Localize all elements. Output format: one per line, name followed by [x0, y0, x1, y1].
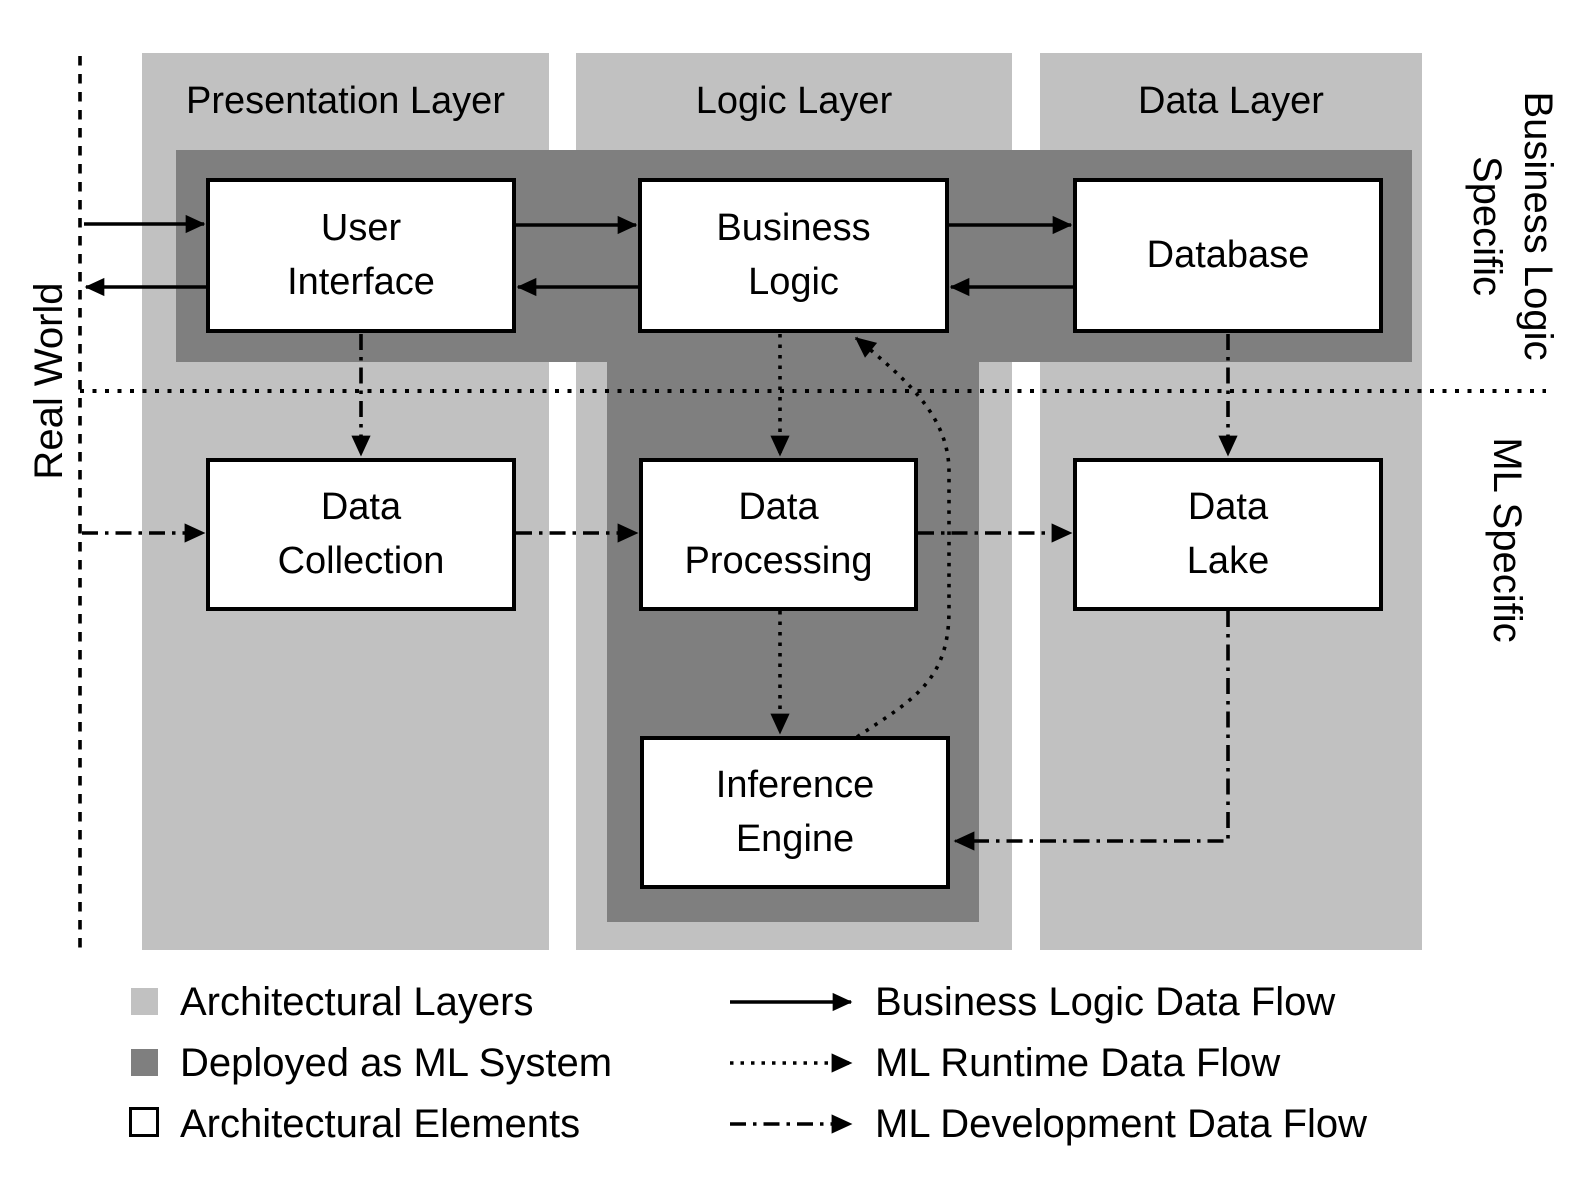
- legend-label-ml-runtime-data-flow: ML Runtime Data Flow: [875, 1040, 1281, 1085]
- edge-data-lake-to-inference-engine: [953, 611, 1230, 851]
- edge-inference-engine-to-business-logic: [854, 336, 951, 739]
- node-business-logic: Business Logic: [638, 178, 949, 333]
- legend-label-deployed-as-ml-system: Deployed as ML System: [180, 1040, 613, 1085]
- business-logic-specific-label: Business Logic Specific: [1465, 91, 1561, 361]
- node-data-collection: Data Collection: [206, 458, 516, 611]
- node-data-lake: Data Lake: [1073, 458, 1383, 611]
- header-data-layer: Data Layer: [1138, 79, 1324, 122]
- header-presentation-layer: Presentation Layer: [186, 79, 505, 122]
- legend-label-business-logic-data-flow: Business Logic Data Flow: [875, 979, 1336, 1024]
- legend-swatch-architectural-layers: [131, 988, 158, 1015]
- legend-swatch-architectural-elements: [129, 1107, 159, 1137]
- node-data-processing: Data Processing: [639, 458, 918, 611]
- node-inference-engine: Inference Engine: [640, 736, 950, 889]
- legend-label-architectural-layers: Architectural Layers: [180, 979, 534, 1024]
- legend-swatch-deployed-as-ml-system: [131, 1049, 158, 1076]
- real-world-label: Real World: [27, 282, 72, 480]
- legend-label-ml-development-data-flow: ML Development Data Flow: [875, 1101, 1368, 1146]
- header-logic-layer: Logic Layer: [695, 79, 893, 122]
- ml-specific-label: ML Specific: [1484, 437, 1529, 643]
- node-user-interface: User Interface: [206, 178, 516, 333]
- node-database: Database: [1073, 178, 1383, 333]
- legend-label-architectural-elements: Architectural Elements: [180, 1101, 581, 1146]
